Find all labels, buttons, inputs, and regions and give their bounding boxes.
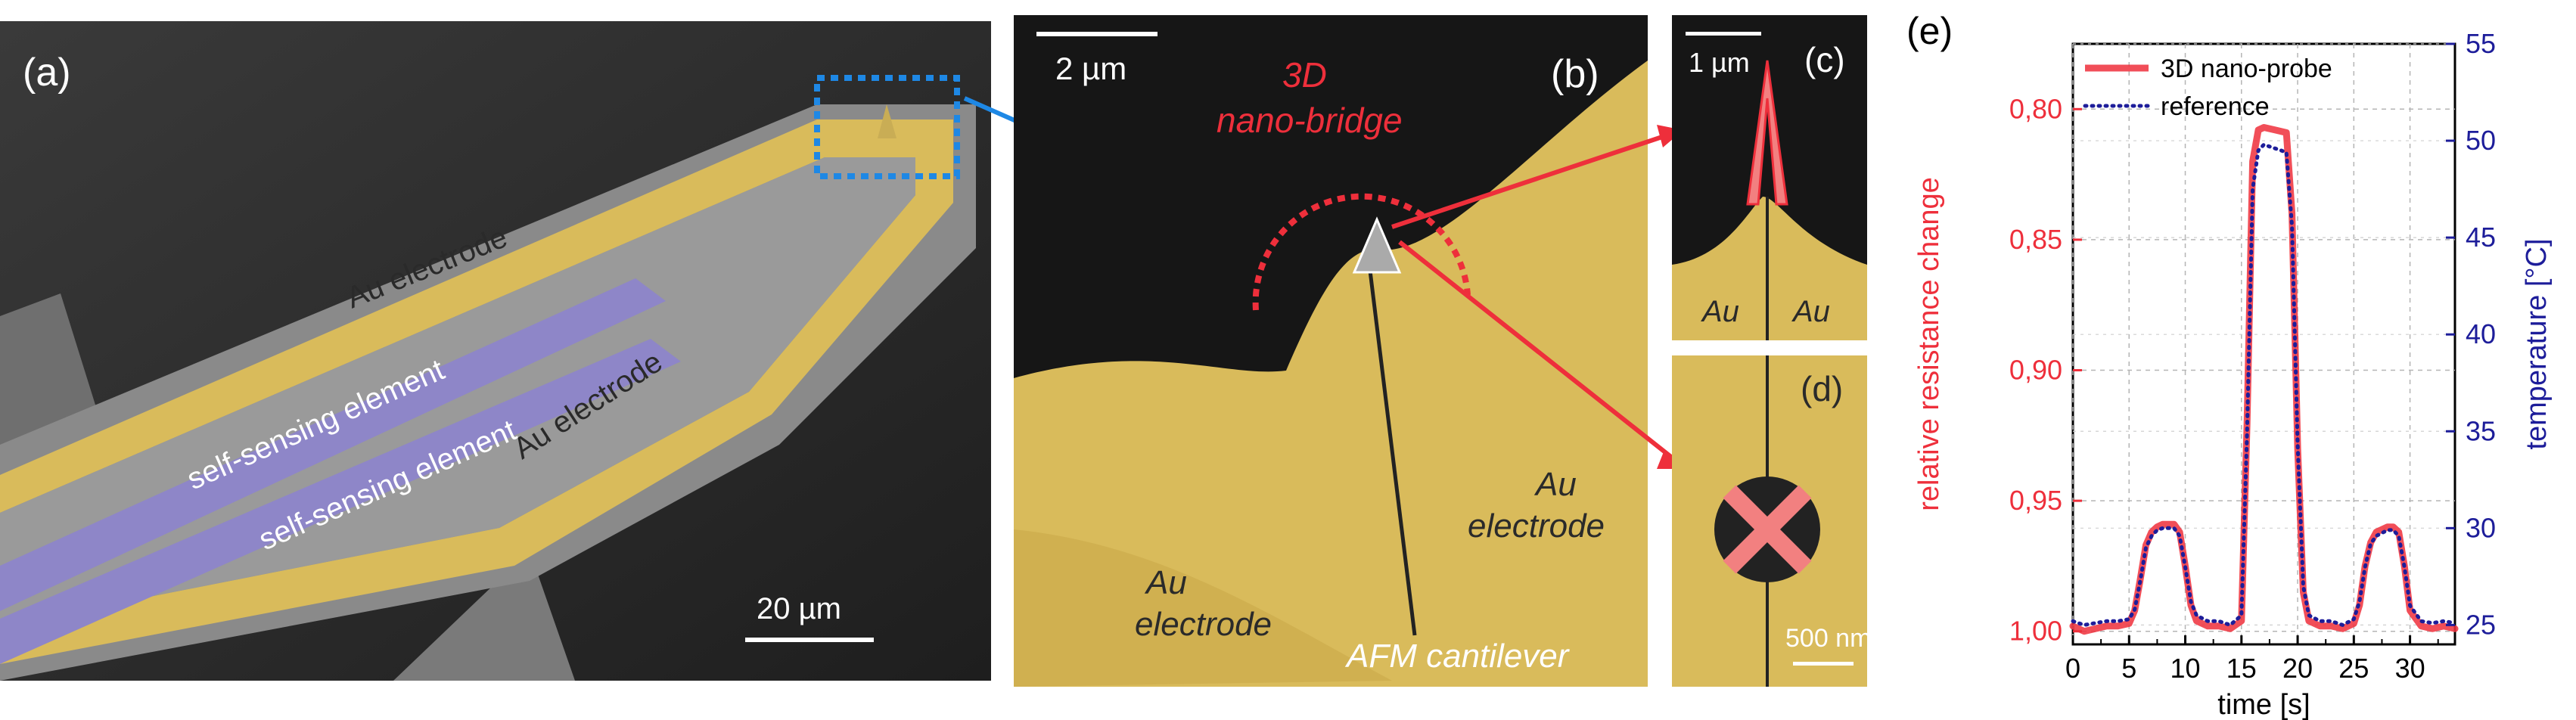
chart-y-right-tick-label: 30 [2466, 512, 2496, 543]
chart-y-left-tick-label: 0,80 [2009, 93, 2062, 124]
panel-d-cross-2 [1723, 485, 1812, 574]
panel-c-scalebar-label: 1 µm [1689, 47, 1750, 78]
panel-b-bridge-highlight [1252, 193, 1471, 311]
panel-a-sensing-element-1 [0, 278, 666, 611]
panel-b-electrode-right-1: Au [1533, 466, 1577, 503]
chart-y-left-tick-label: 0,85 [2009, 224, 2062, 255]
panel-b-title-line1: 3D [1282, 55, 1327, 95]
panel-d-scalebar-label: 500 nm [1785, 624, 1867, 653]
chart-y-right-tick-label: 55 [2466, 28, 2496, 59]
panel-e-chart: 0 5 10 15 20 25 30 1,00 0,95 0,90 0,85 0,80 25 30 35 40… [1906, 10, 2553, 720]
chart-y-left-axis-label: relative resistance change [1913, 177, 1945, 511]
chart-x-tick-label: 20 [2282, 653, 2313, 684]
chart-x-tick-label: 30 [2395, 653, 2425, 684]
panel-b-electrode-left-1: Au [1144, 564, 1187, 601]
panel-a-zoom-box [814, 75, 960, 179]
chart-y-right-tick-label: 50 [2466, 125, 2496, 156]
panel-c-sem-image: 1 µm (c) Au Au [1672, 15, 1867, 340]
chart-axes: 0 5 10 15 20 25 30 1,00 0,95 0,90 0,85 0,80 25 30 35 40… [2009, 28, 2496, 684]
panel-c-bridge-overlay [1746, 60, 1788, 206]
panel-d-scalebar [1793, 662, 1854, 666]
panel-a-scalebar-label: 20 µm [757, 592, 841, 625]
panel-d-sem-image: (d) 500 nm [1672, 355, 1867, 687]
panel-a-scalebar [745, 638, 874, 642]
panel-e-label: (e) [1906, 10, 1953, 52]
panel-a-sem-image: (a) Au electrode self-sensing element se… [0, 21, 991, 681]
chart-legend-label: reference [2161, 92, 2270, 121]
panel-c-au-right: Au [1791, 295, 1830, 328]
panel-c-label: (c) [1804, 40, 1845, 79]
panel-a-label: (a) [23, 51, 71, 95]
panel-b-shading [1014, 529, 1392, 687]
chart-plot-area [2071, 42, 2456, 646]
chart-x-tick-label: 15 [2226, 653, 2257, 684]
panel-b-nano-bridge [1352, 216, 1402, 274]
panel-b-label: (b) [1551, 52, 1599, 96]
chart-y-right-tick-label: 25 [2466, 609, 2496, 640]
chart-x-tick-label: 5 [2121, 653, 2136, 684]
chart-x-tick-label: 0 [2065, 653, 2080, 684]
panel-b-electrode-left-2: electrode [1135, 606, 1272, 643]
chart-x-axis-label: time [s] [2217, 689, 2310, 720]
chart-y-right-tick-label: 40 [2466, 318, 2496, 349]
chart-y-right-tick-label: 35 [2466, 415, 2496, 446]
panel-d-label: (d) [1801, 369, 1843, 408]
panel-c-gold-tip [1672, 197, 1867, 340]
panel-a-substrate-bottom [393, 551, 575, 681]
arrows-b-to-c-d [1391, 125, 1686, 469]
panel-c-au-left: Au [1701, 295, 1739, 328]
chart-x-tick-label: 10 [2170, 653, 2201, 684]
panel-b-scalebar-label: 2 µm [1055, 51, 1126, 86]
chart-legend: 3D nano-probe reference [2083, 54, 2332, 121]
chart-y-left-tick-label: 0,95 [2009, 485, 2062, 516]
chart-legend-label: 3D nano-probe [2161, 54, 2332, 83]
chart-y-right-axis-label: temperature [°C] [2521, 238, 2553, 449]
chart-y-right-tick-label: 45 [2466, 222, 2496, 253]
panel-a-sensing-element-2 [0, 339, 681, 664]
chart-series-reference [2071, 142, 2457, 627]
panel-b-electrode-right-2: electrode [1468, 507, 1605, 545]
chart-series [2069, 124, 2459, 635]
panel-b-title-line2: nano-bridge [1217, 101, 1403, 140]
panel-b-scalebar [1036, 32, 1157, 36]
panel-b-sem-image: (b) 2 µm 3D nano-bridge Au electrode Au … [1014, 15, 1648, 687]
panel-b-cantilever-label: AFM cantilever [1344, 638, 1571, 675]
panel-b-split-line [1367, 264, 1417, 636]
panel-a-tip [878, 104, 896, 138]
panel-c-scalebar [1686, 32, 1761, 36]
chart-x-tick-label: 25 [2338, 653, 2369, 684]
chart-y-left-tick-label: 1,00 [2009, 616, 2062, 647]
panel-b-gold-surface [1014, 61, 1648, 687]
chart-y-left-tick-label: 0,90 [2009, 355, 2062, 386]
